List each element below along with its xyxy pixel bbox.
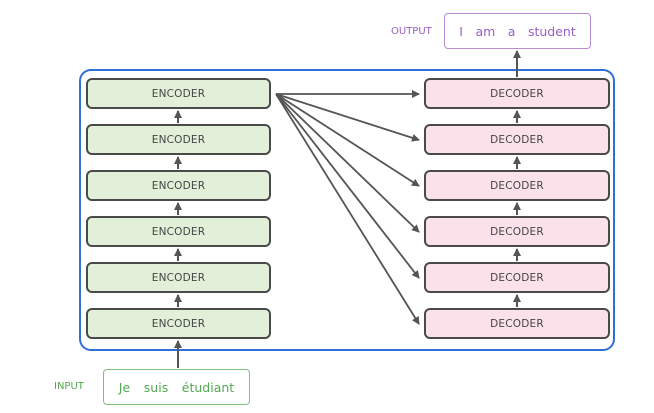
encoder-block-5: ENCODER [86,262,271,293]
decoder-block-1: DECODER [424,78,610,109]
encoder-block-6: ENCODER [86,308,271,339]
encoder-block-3: ENCODER [86,170,271,201]
output-token: am [475,23,496,39]
input-token: Je [118,379,131,395]
encoder-block-1: ENCODER [86,78,271,109]
encoder-to-decoder-arrow [275,93,420,233]
decoder-block-3: DECODER [424,170,610,201]
encoder-to-decoder-arrow [275,93,420,187]
output-token: a [507,23,516,39]
encoder-block-2: ENCODER [86,124,271,155]
encoder-block-4: ENCODER [86,216,271,247]
input-token: suis [143,379,169,395]
decoder-block-5: DECODER [424,262,610,293]
decoder-block-6: DECODER [424,308,610,339]
encoder-to-decoder-arrow [275,93,420,142]
input-token: étudiant [181,379,235,395]
encoder-to-decoder-arrow [275,93,420,279]
input-label: INPUT [54,381,84,392]
output-label: OUTPUT [391,26,432,37]
decoder-block-4: DECODER [424,216,610,247]
output-token: I [459,23,463,39]
model-container [79,69,615,351]
decoder-block-2: DECODER [424,124,610,155]
output-sentence: I am a student [444,13,591,49]
output-token: student [527,23,576,39]
encoder-to-decoder-arrow [275,93,420,325]
input-sentence: Je suis étudiant [103,369,250,405]
